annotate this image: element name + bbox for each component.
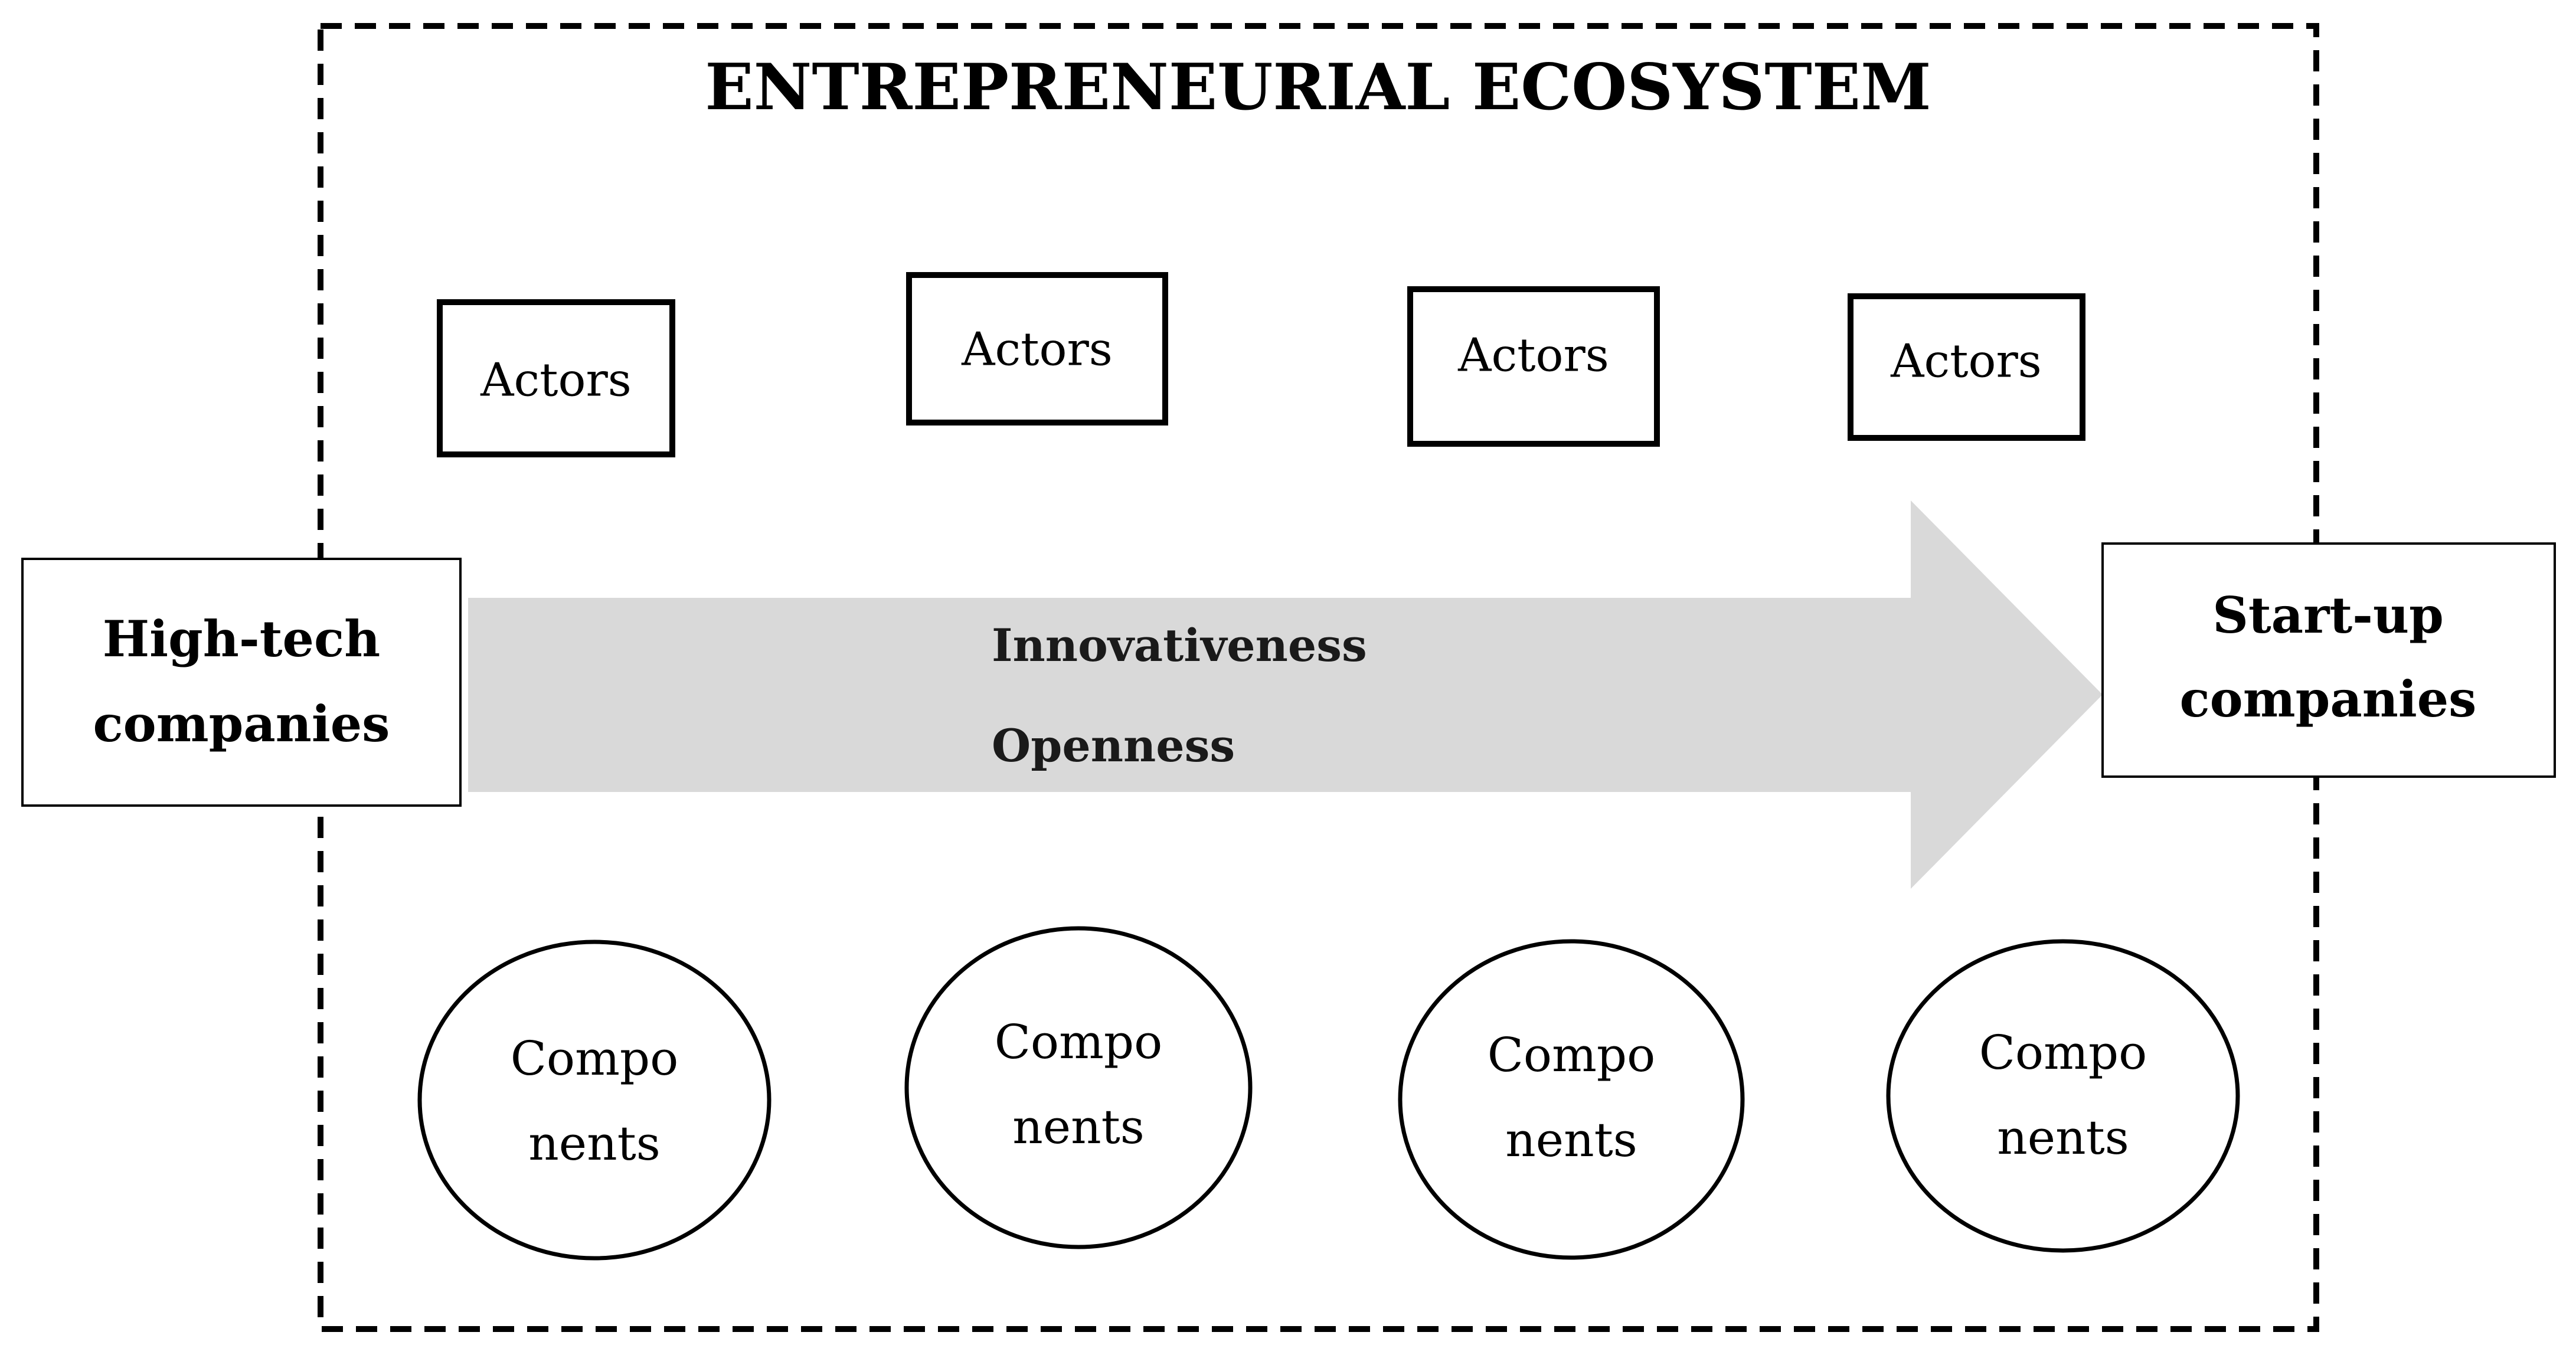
actor-label: Actors	[961, 323, 1113, 377]
flow-arrow	[468, 500, 2103, 889]
component-circle-1: Compo nents	[417, 940, 772, 1261]
flow-label-innovativeness: Innovativeness	[992, 619, 1367, 672]
actor-label: Actors	[1890, 335, 2042, 388]
component-label-line2: nents	[1997, 1110, 2129, 1165]
flow-label-openness: Openness	[992, 719, 1235, 772]
actor-box-3: Actors	[1407, 286, 1660, 447]
component-label-line2: nents	[1012, 1099, 1145, 1154]
component-circle-4: Compo nents	[1886, 939, 2240, 1253]
component-label-line1: Compo	[511, 1031, 679, 1086]
actor-label: Actors	[1457, 329, 1609, 382]
actor-box-4: Actors	[1848, 293, 2085, 441]
component-label-line2: nents	[1505, 1112, 1637, 1167]
source-label-line2: companies	[93, 695, 390, 753]
actor-label: Actors	[480, 354, 632, 407]
target-box: Start-up companies	[2101, 542, 2556, 778]
diagram-title: ENTREPRENEURIAL ECOSYSTEM	[705, 50, 1931, 125]
component-label-line1: Compo	[1488, 1027, 1656, 1082]
component-label-line1: Compo	[1979, 1025, 2147, 1080]
source-label-line1: High-tech	[103, 610, 380, 668]
actor-box-2: Actors	[906, 272, 1168, 426]
component-circle-3: Compo nents	[1398, 939, 1745, 1260]
target-label-line1: Start-up	[2212, 586, 2444, 644]
source-box: High-tech companies	[21, 558, 462, 807]
target-label-line2: companies	[2180, 670, 2477, 728]
component-label-line1: Compo	[995, 1014, 1163, 1069]
component-circle-2: Compo nents	[904, 926, 1253, 1249]
actor-box-1: Actors	[437, 299, 675, 457]
component-label-line2: nents	[528, 1116, 661, 1171]
